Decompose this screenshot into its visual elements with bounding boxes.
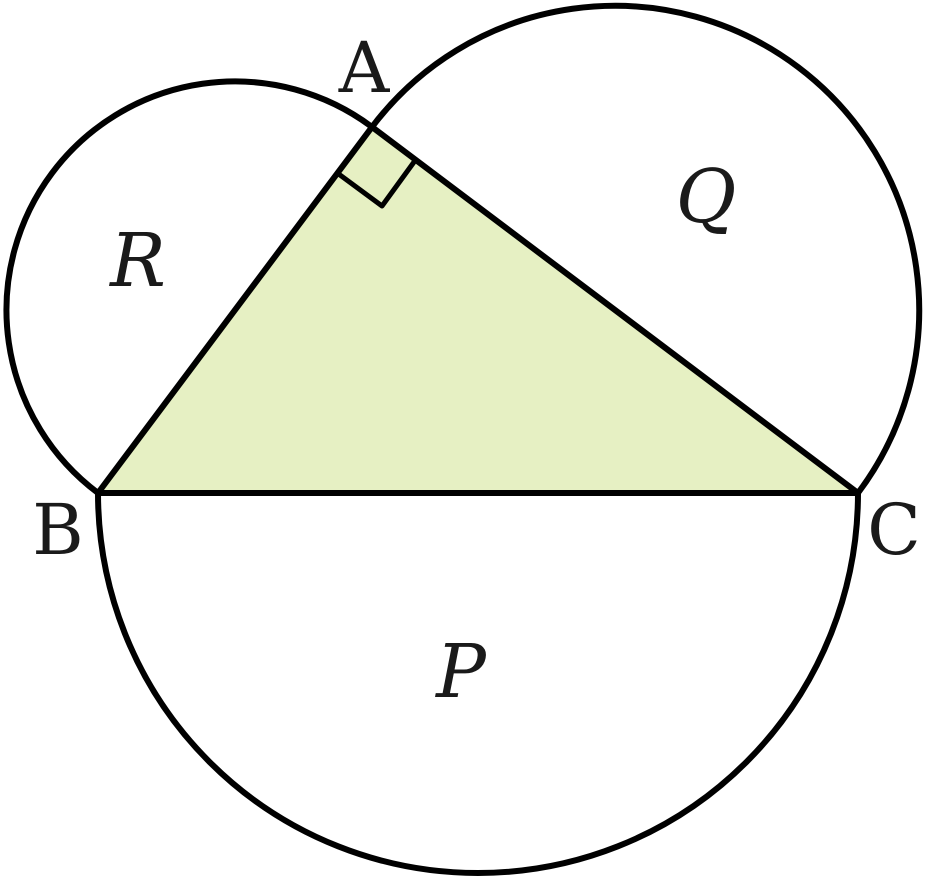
region-label-q: Q bbox=[676, 154, 737, 240]
vertex-label-c: C bbox=[867, 489, 921, 571]
triangle-abc-outline bbox=[95, 124, 861, 496]
semicircle-p bbox=[95, 490, 861, 876]
semicircle-r bbox=[3, 78, 375, 496]
right-angle-marker bbox=[337, 159, 417, 209]
region-label-r: R bbox=[108, 218, 166, 304]
vertex-label-a: A bbox=[338, 27, 391, 109]
semicircle-q bbox=[369, 2, 923, 496]
triangle-abc-fill bbox=[98, 127, 858, 493]
region-label-p: P bbox=[434, 629, 487, 715]
vertex-label-b: B bbox=[32, 489, 83, 571]
